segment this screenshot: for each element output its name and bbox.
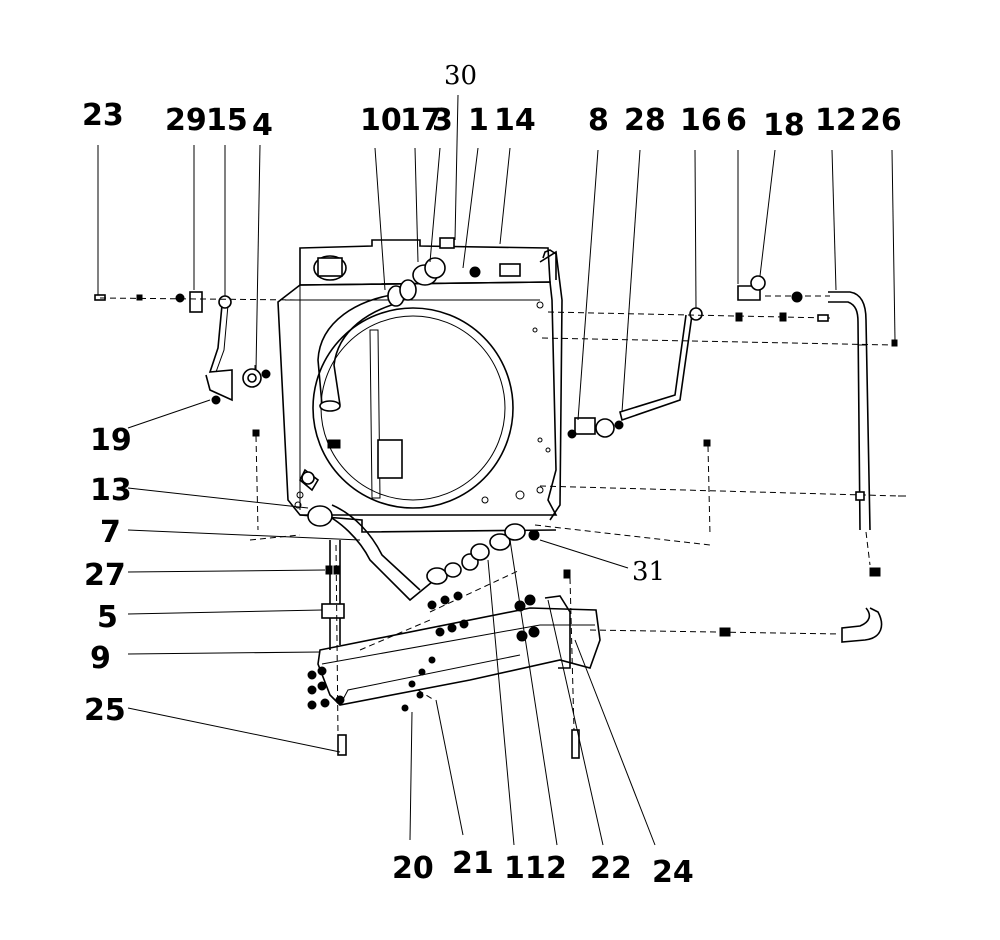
- right-stay-rod: [547, 307, 831, 439]
- callout-14: 14: [494, 103, 536, 138]
- callout-21: 21: [452, 846, 494, 881]
- callout-19: 19: [90, 423, 132, 458]
- callout-11: 11: [504, 851, 546, 886]
- callout-5: 5: [97, 600, 118, 635]
- callout-2: 2: [546, 851, 567, 886]
- callout-23: 23: [82, 98, 124, 133]
- callout-1: 1: [468, 103, 489, 138]
- callout-6: 6: [726, 103, 747, 138]
- callout-18: 18: [763, 108, 805, 143]
- callout-12: 12: [815, 103, 857, 138]
- callout-13: 13: [90, 473, 132, 508]
- callout-4: 4: [252, 108, 273, 143]
- callout-20: 20: [392, 851, 434, 886]
- callout-10: 10: [360, 103, 402, 138]
- callout-28: 28: [624, 103, 666, 138]
- leader-lines: [97, 94, 896, 846]
- callout-15: 15: [206, 103, 248, 138]
- callout-31: 31: [632, 557, 665, 587]
- callout-29: 29: [165, 103, 207, 138]
- callout-26: 26: [860, 103, 902, 138]
- callout-22: 22: [590, 851, 632, 886]
- callout-25: 25: [84, 693, 126, 728]
- callout-8: 8: [588, 103, 609, 138]
- callout-16: 16: [680, 103, 722, 138]
- callout-3: 3: [432, 103, 453, 138]
- upper-radiator-hose: [317, 279, 417, 449]
- callout-9: 9: [90, 641, 111, 676]
- left-stay-rod: [94, 291, 301, 405]
- callout-27: 27: [84, 558, 126, 593]
- callout-7: 7: [100, 515, 121, 550]
- callout-24: 24: [652, 855, 694, 890]
- callout-labels: 23 29 15 4 30 10 17 3 1 14 8 28 16 6 18 …: [82, 61, 902, 890]
- overflow-hose-line: [541, 275, 898, 643]
- lower-radiator-hose: [299, 468, 540, 602]
- callout-30: 30: [444, 61, 477, 91]
- callout-17: 17: [400, 103, 442, 138]
- fastener-cluster: [249, 429, 906, 759]
